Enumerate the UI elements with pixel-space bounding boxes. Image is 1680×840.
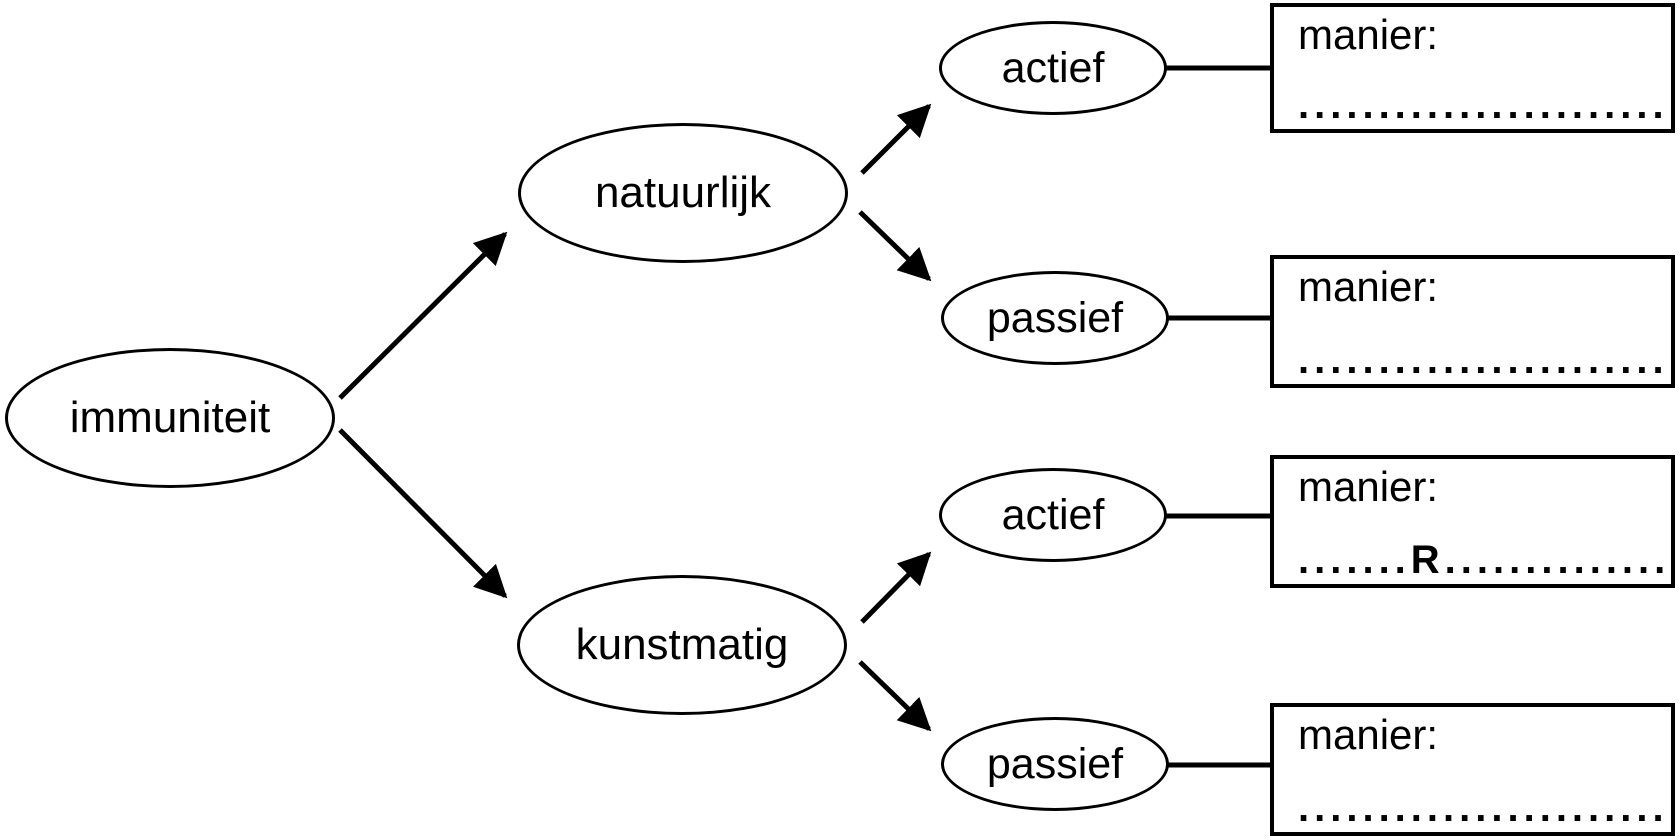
node-immuniteit-label: immuniteit [69,393,271,442]
manier-box-natuurlijk-actief: manier: .......................... [1270,3,1675,133]
arrow-kunstmatig-passief [858,660,932,732]
arrow-immuniteit-kunstmatig [338,428,508,599]
node-natuurlijk-passief-label: passief [986,293,1124,342]
node-kunstmatig-actief-label: actief [1001,490,1105,539]
arrow-kunstmatig-actief [860,551,932,624]
node-kunstmatig: kunstmatig [517,575,847,715]
node-kunstmatig-label: kunstmatig [575,620,789,669]
manier-blank-line: .......................... [1298,83,1671,127]
arrow-natuurlijk-actief [860,103,932,175]
arrow-immuniteit-natuurlijk [338,231,508,400]
manier-blank-line-with-R: .......R................ [1298,538,1675,582]
arrow-natuurlijk-passief [858,210,932,282]
node-natuurlijk-passief: passief [941,271,1169,365]
node-kunstmatig-actief: actief [939,468,1167,562]
node-natuurlijk: natuurlijk [518,123,848,263]
node-natuurlijk-actief: actief [939,21,1167,115]
manier-label: manier: [1298,11,1439,58]
manier-blank-line: .......................... [1298,338,1671,382]
node-natuurlijk-label: natuurlijk [594,168,772,217]
manier-label: manier: [1298,263,1439,310]
node-kunstmatig-passief: passief [941,717,1169,811]
node-immuniteit: immuniteit [5,348,335,488]
manier-label: manier: [1298,711,1439,758]
node-kunstmatig-passief-label: passief [986,739,1124,788]
manier-blank-line: .......................... [1298,786,1671,830]
manier-box-kunstmatig-passief: manier: .......................... [1270,703,1675,836]
node-natuurlijk-actief-label: actief [1001,43,1105,92]
manier-box-natuurlijk-passief: manier: .......................... [1270,255,1675,388]
manier-label: manier: [1298,463,1439,510]
manier-box-kunstmatig-actief: manier: .......R................ [1270,455,1675,588]
